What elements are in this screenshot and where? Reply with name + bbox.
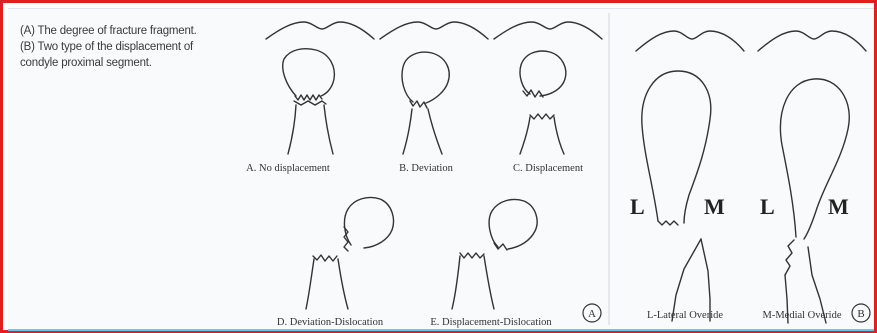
fracture-line-a2 xyxy=(294,101,326,105)
fossa-lateral xyxy=(636,31,744,51)
ramus-left-b xyxy=(403,109,412,154)
figure-b-deviation xyxy=(380,22,488,154)
marker-l-right: L xyxy=(760,194,775,219)
label-lateral-override: L-Lateral Overide xyxy=(647,310,723,321)
ramus-outer-lateral xyxy=(701,239,710,321)
label-a-no-displacement: A. No displacement xyxy=(246,163,330,174)
figure-panel: (A) The degree of fracture fragment. (B)… xyxy=(8,8,874,331)
fossa-medial xyxy=(758,31,866,51)
ramus-right-b xyxy=(428,109,442,154)
marker-m-left: M xyxy=(704,194,725,219)
ramus-right-a xyxy=(324,105,333,154)
fossa-b xyxy=(380,22,488,39)
label-e-displacement-dislocation: E. Displacement-Dislocation xyxy=(430,317,552,328)
fossa-c xyxy=(494,22,602,39)
fracture-line-d2 xyxy=(313,255,337,261)
ramus-left-e xyxy=(452,256,460,309)
figure-d-deviation-dislocation xyxy=(306,197,394,309)
fossa-a xyxy=(266,22,374,39)
condyle-head-e xyxy=(489,199,537,249)
fracture-line-lateral xyxy=(658,221,678,225)
condyle-head-a xyxy=(283,49,335,96)
label-b-deviation: B. Deviation xyxy=(399,163,453,174)
ramus-right-d xyxy=(338,259,348,309)
badge-b-letter: B xyxy=(857,308,864,320)
diagram-canvas: A. No displacement B. Deviation C. Displ… xyxy=(8,9,874,329)
ramus-inner-lateral xyxy=(672,239,701,321)
ramus-right-e xyxy=(484,256,494,309)
label-d-deviation-dislocation: D. Deviation-Dislocation xyxy=(277,317,384,328)
ramus-right-c xyxy=(554,117,564,154)
fracture-line-a xyxy=(295,95,322,100)
ramus-left-c xyxy=(520,117,530,154)
condyle-head-c xyxy=(520,51,566,96)
condyle-lateral xyxy=(642,71,711,223)
figure-c-displacement xyxy=(494,22,602,154)
condyle-head-d xyxy=(344,197,393,248)
fracture-line-c2 xyxy=(530,114,554,119)
label-c-displacement: C. Displacement xyxy=(513,163,583,174)
figure-lateral-override xyxy=(636,31,744,321)
figure-medial-override xyxy=(758,31,866,323)
condyle-head-b xyxy=(402,52,449,103)
fracture-line-e2 xyxy=(460,253,484,258)
fracture-line-medial xyxy=(785,240,794,275)
ramus-left-a xyxy=(288,105,296,154)
badge-a-letter: A xyxy=(588,308,596,320)
figure-a-no-displacement xyxy=(266,22,374,154)
ramus-left-d xyxy=(306,259,314,309)
marker-l-left: L xyxy=(630,194,645,219)
figure-e-displacement-dislocation xyxy=(452,199,537,309)
marker-m-right: M xyxy=(828,194,849,219)
label-medial-override: M-Medial Overide xyxy=(762,310,841,321)
